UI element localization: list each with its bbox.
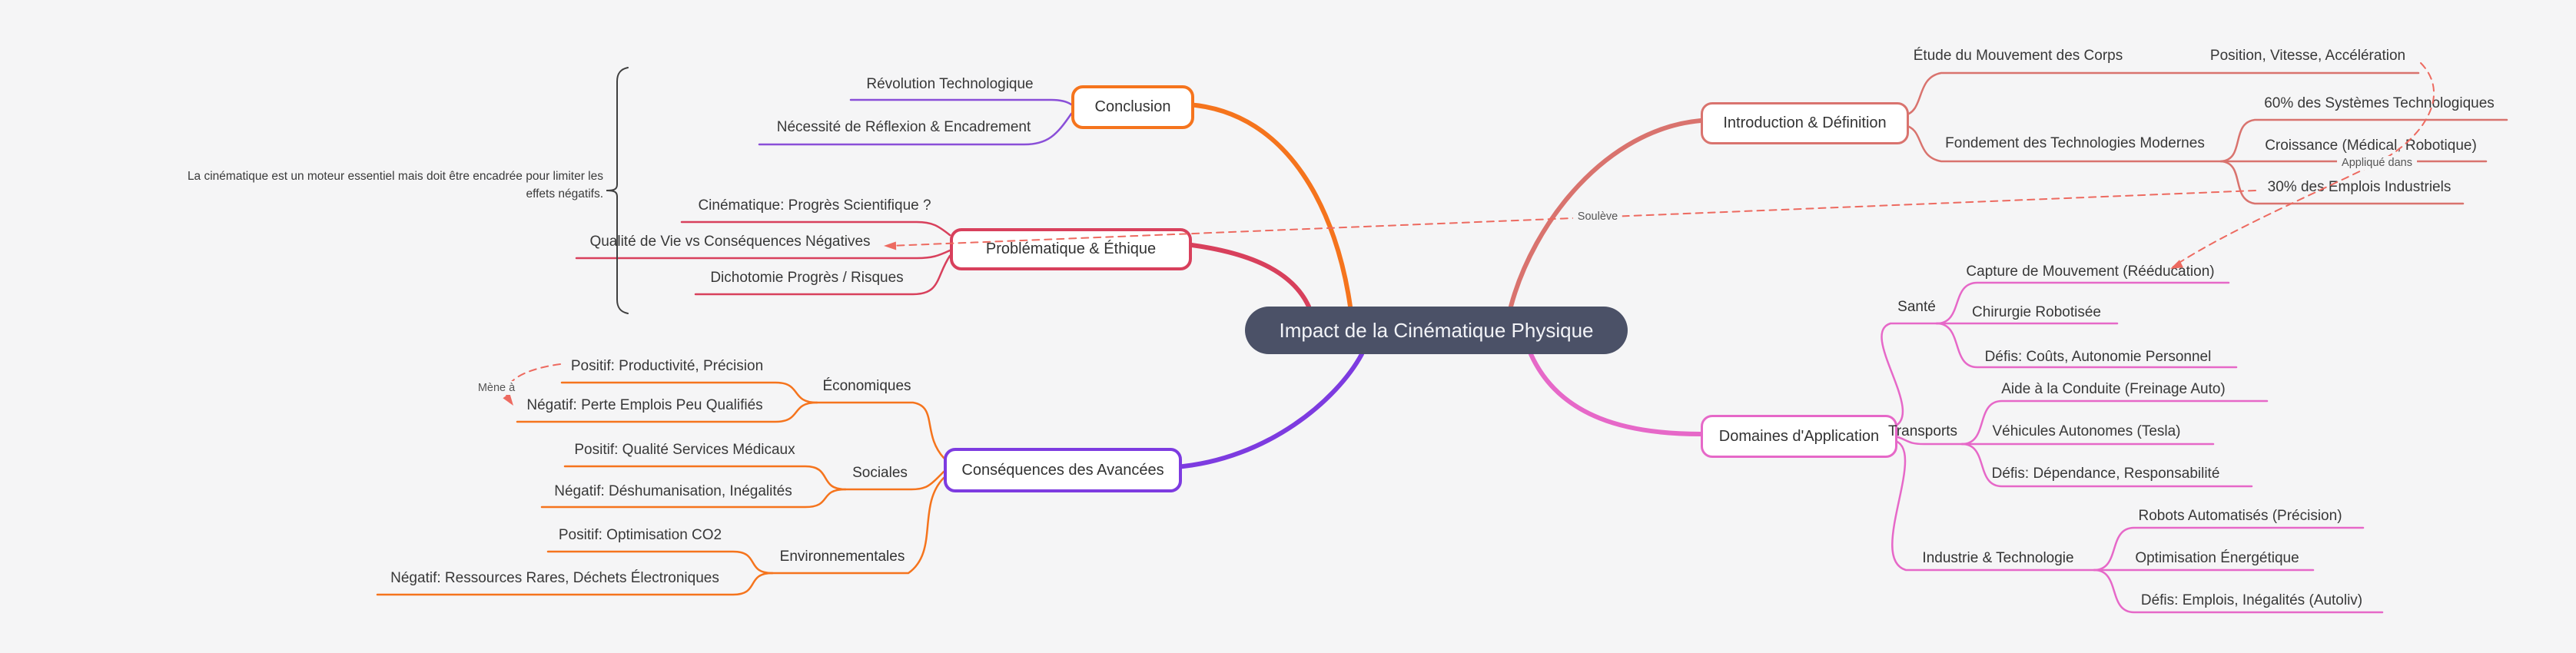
- node-introduction-label: Introduction & Définition: [1723, 114, 1887, 131]
- leaf-econ-negatif[interactable]: Négatif: Perte Emplois Peu Qualifiés: [526, 397, 763, 413]
- group-transports[interactable]: Transports: [1887, 423, 1958, 439]
- leaf-cinematique[interactable]: Cinématique: Progrès Scientifique ?: [698, 197, 931, 214]
- leaf-robots[interactable]: Robots Automatisés (Précision): [2138, 508, 2342, 524]
- summary-annotation-line2: effets négatifs.: [526, 187, 603, 201]
- group-industrie[interactable]: Industrie & Technologie: [1922, 550, 2074, 566]
- link-central-consequences: [1173, 352, 1364, 469]
- group-economiques[interactable]: Économiques: [822, 378, 911, 394]
- leaf-qualite[interactable]: Qualité de Vie vs Conséquences Négatives: [589, 234, 871, 250]
- central-node-label: Impact de la Cinématique Physique: [1279, 318, 1594, 342]
- leaf-transports-defis[interactable]: Défis: Dépendance, Responsabilité: [1991, 466, 2220, 482]
- arrowhead-applique: [2170, 260, 2183, 269]
- group-sociales[interactable]: Sociales: [852, 465, 908, 481]
- leaf-aide[interactable]: Aide à la Conduite (Freinage Auto): [2001, 381, 2226, 397]
- leaf-optimisation[interactable]: Optimisation Énergétique: [2135, 550, 2299, 566]
- central-node[interactable]: Impact de la Cinématique Physique: [1245, 307, 1628, 354]
- link-central-domaines: [1529, 352, 1703, 436]
- arrowhead-souleve: [884, 241, 897, 250]
- node-conclusion-label: Conclusion: [1094, 98, 1171, 115]
- node-domaines[interactable]: Domaines d'Application: [1701, 415, 1897, 458]
- leaf-dichotomie[interactable]: Dichotomie Progrès / Risques: [710, 270, 904, 286]
- leaf-emplois30[interactable]: 30% des Emplois Industriels: [2267, 179, 2452, 195]
- leaf-necessite[interactable]: Nécessité de Réflexion & Encadrement: [776, 119, 1031, 135]
- consequences-sub-lines: [376, 381, 945, 596]
- edge-label-mene-a: Mène à: [473, 381, 520, 395]
- summary-annotation: La cinématique est un moteur essentiel m…: [123, 167, 603, 204]
- leaf-soc-positif[interactable]: Positif: Qualité Services Médicaux: [574, 442, 795, 458]
- node-problematique-label: Problématique & Éthique: [985, 240, 1157, 257]
- leaf-sante-defis[interactable]: Défis: Coûts, Autonomie Personnel: [1984, 349, 2212, 365]
- leaf-env-positif[interactable]: Positif: Optimisation CO2: [558, 527, 722, 543]
- link-central-introduction: [1509, 118, 1703, 309]
- edge-label-applique-dans: Appliqué dans: [2337, 156, 2417, 170]
- group-sante[interactable]: Santé: [1897, 299, 1936, 315]
- dashed-link-mene: [506, 363, 561, 403]
- introduction-child-lines: [1903, 71, 2508, 205]
- node-problematique[interactable]: Problématique & Éthique: [950, 228, 1192, 270]
- dashed-link-souleve: [889, 190, 2256, 247]
- edge-label-souleve: Soulève: [1572, 210, 1623, 224]
- leaf-soc-negatif[interactable]: Négatif: Déshumanisation, Inégalités: [554, 483, 792, 499]
- domaines-child-lines: [1881, 281, 2384, 614]
- link-central-problematique: [1183, 242, 1311, 309]
- leaf-revolution[interactable]: Révolution Technologique: [866, 76, 1034, 92]
- leaf-econ-positif[interactable]: Positif: Productivité, Précision: [570, 358, 764, 374]
- summary-brace: [606, 67, 629, 314]
- leaf-sys60[interactable]: 60% des Systèmes Technologiques: [2264, 95, 2495, 111]
- leaf-industrie-defis[interactable]: Défis: Emplois, Inégalités (Autoliv): [2140, 592, 2363, 608]
- node-consequences[interactable]: Conséquences des Avancées: [944, 448, 1182, 492]
- link-central-conclusion: [1186, 102, 1353, 309]
- leaf-vehicules[interactable]: Véhicules Autonomes (Tesla): [1992, 423, 2181, 439]
- node-conclusion[interactable]: Conclusion: [1071, 85, 1194, 129]
- arrowhead-mene: [503, 393, 513, 406]
- leaf-fondement[interactable]: Fondement des Technologies Modernes: [1945, 135, 2205, 151]
- group-environnementales[interactable]: Environnementales: [779, 549, 905, 565]
- node-introduction[interactable]: Introduction & Définition: [1701, 102, 1909, 144]
- problematique-child-lines: [575, 220, 951, 296]
- leaf-chirurgie[interactable]: Chirurgie Robotisée: [1972, 304, 2101, 320]
- leaf-capture[interactable]: Capture de Mouvement (Rééducation): [1966, 264, 2215, 280]
- leaf-croissance[interactable]: Croissance (Médical, Robotique): [2265, 138, 2477, 154]
- node-domaines-label: Domaines d'Application: [1718, 427, 1880, 445]
- leaf-env-negatif[interactable]: Négatif: Ressources Rares, Déchets Élect…: [390, 570, 719, 586]
- leaf-position[interactable]: Position, Vitesse, Accélération: [2209, 48, 2406, 64]
- leaf-etude[interactable]: Étude du Mouvement des Corps: [1913, 48, 2123, 64]
- summary-annotation-line1: La cinématique est un moteur essentiel m…: [187, 170, 603, 183]
- node-consequences-label: Conséquences des Avancées: [961, 461, 1164, 479]
- conclusion-child-lines: [758, 98, 1073, 146]
